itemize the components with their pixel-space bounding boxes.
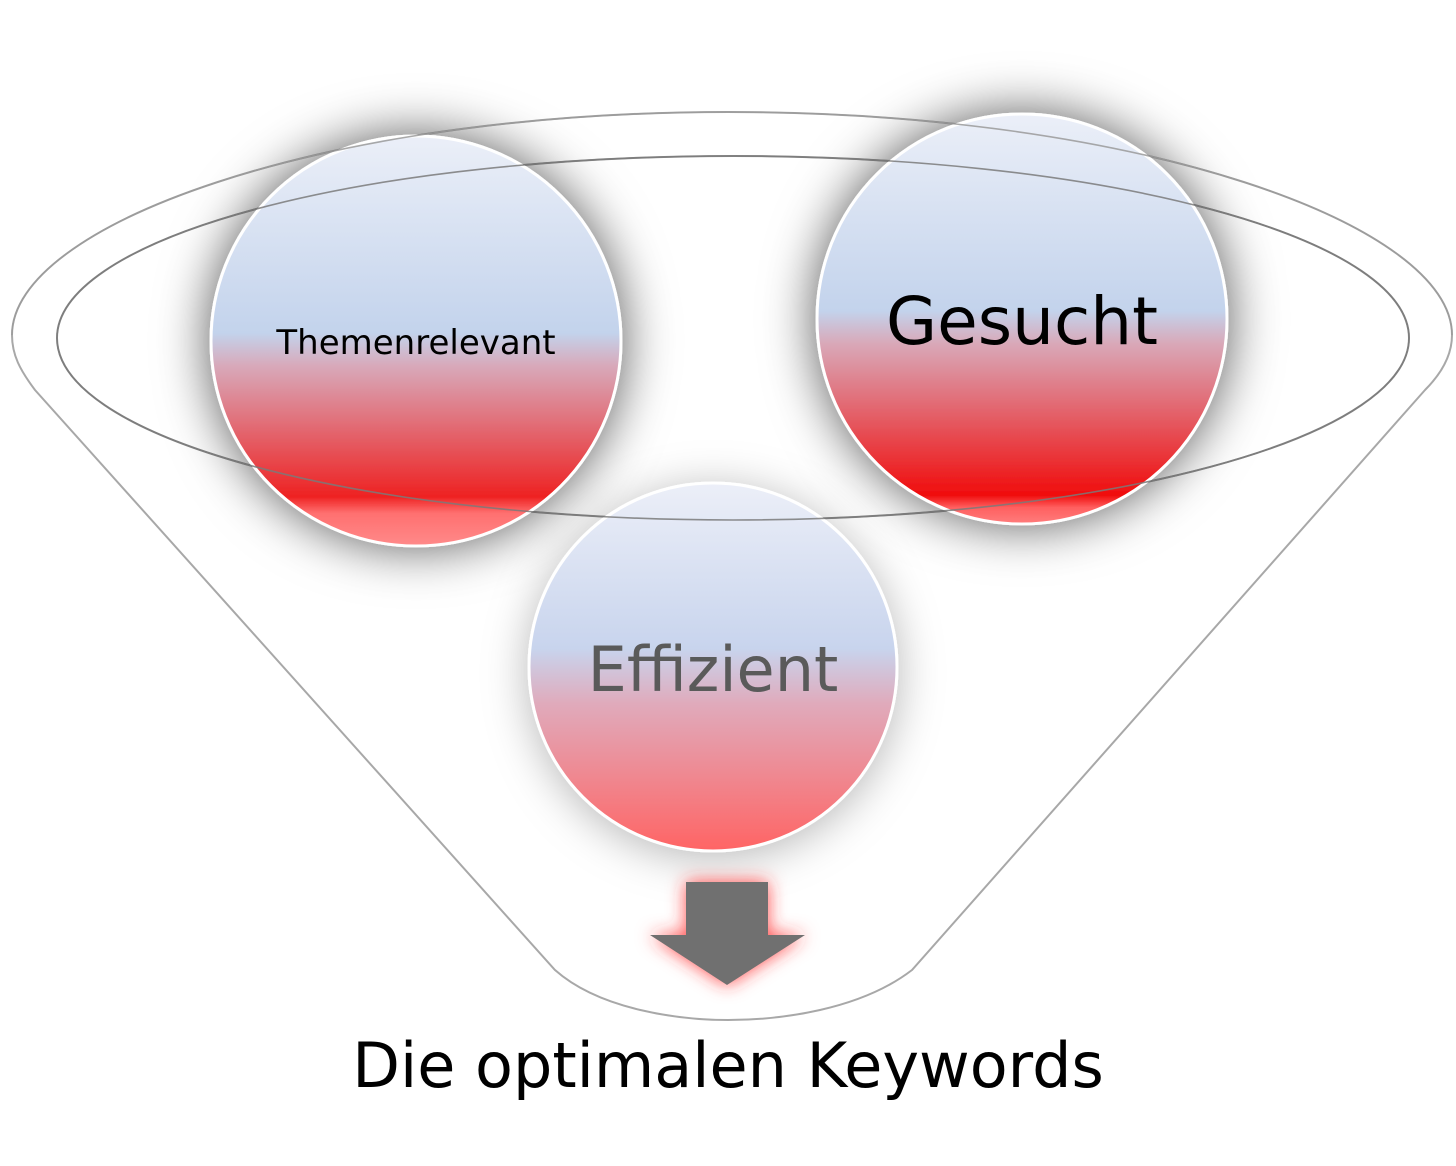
funnel-rim-overlay <box>56 155 1410 521</box>
bubble-gesucht <box>815 112 1229 526</box>
down-arrow-icon <box>650 882 805 985</box>
bubble-effizient <box>527 481 899 853</box>
label-effizient: Effizient <box>588 633 839 706</box>
label-gesucht: Gesucht <box>886 283 1158 360</box>
result-caption: Die optimalen Keywords <box>352 1029 1104 1102</box>
label-themenrelevant: Themenrelevant <box>275 323 555 363</box>
funnel-top-edge-overlay <box>11 111 1453 336</box>
